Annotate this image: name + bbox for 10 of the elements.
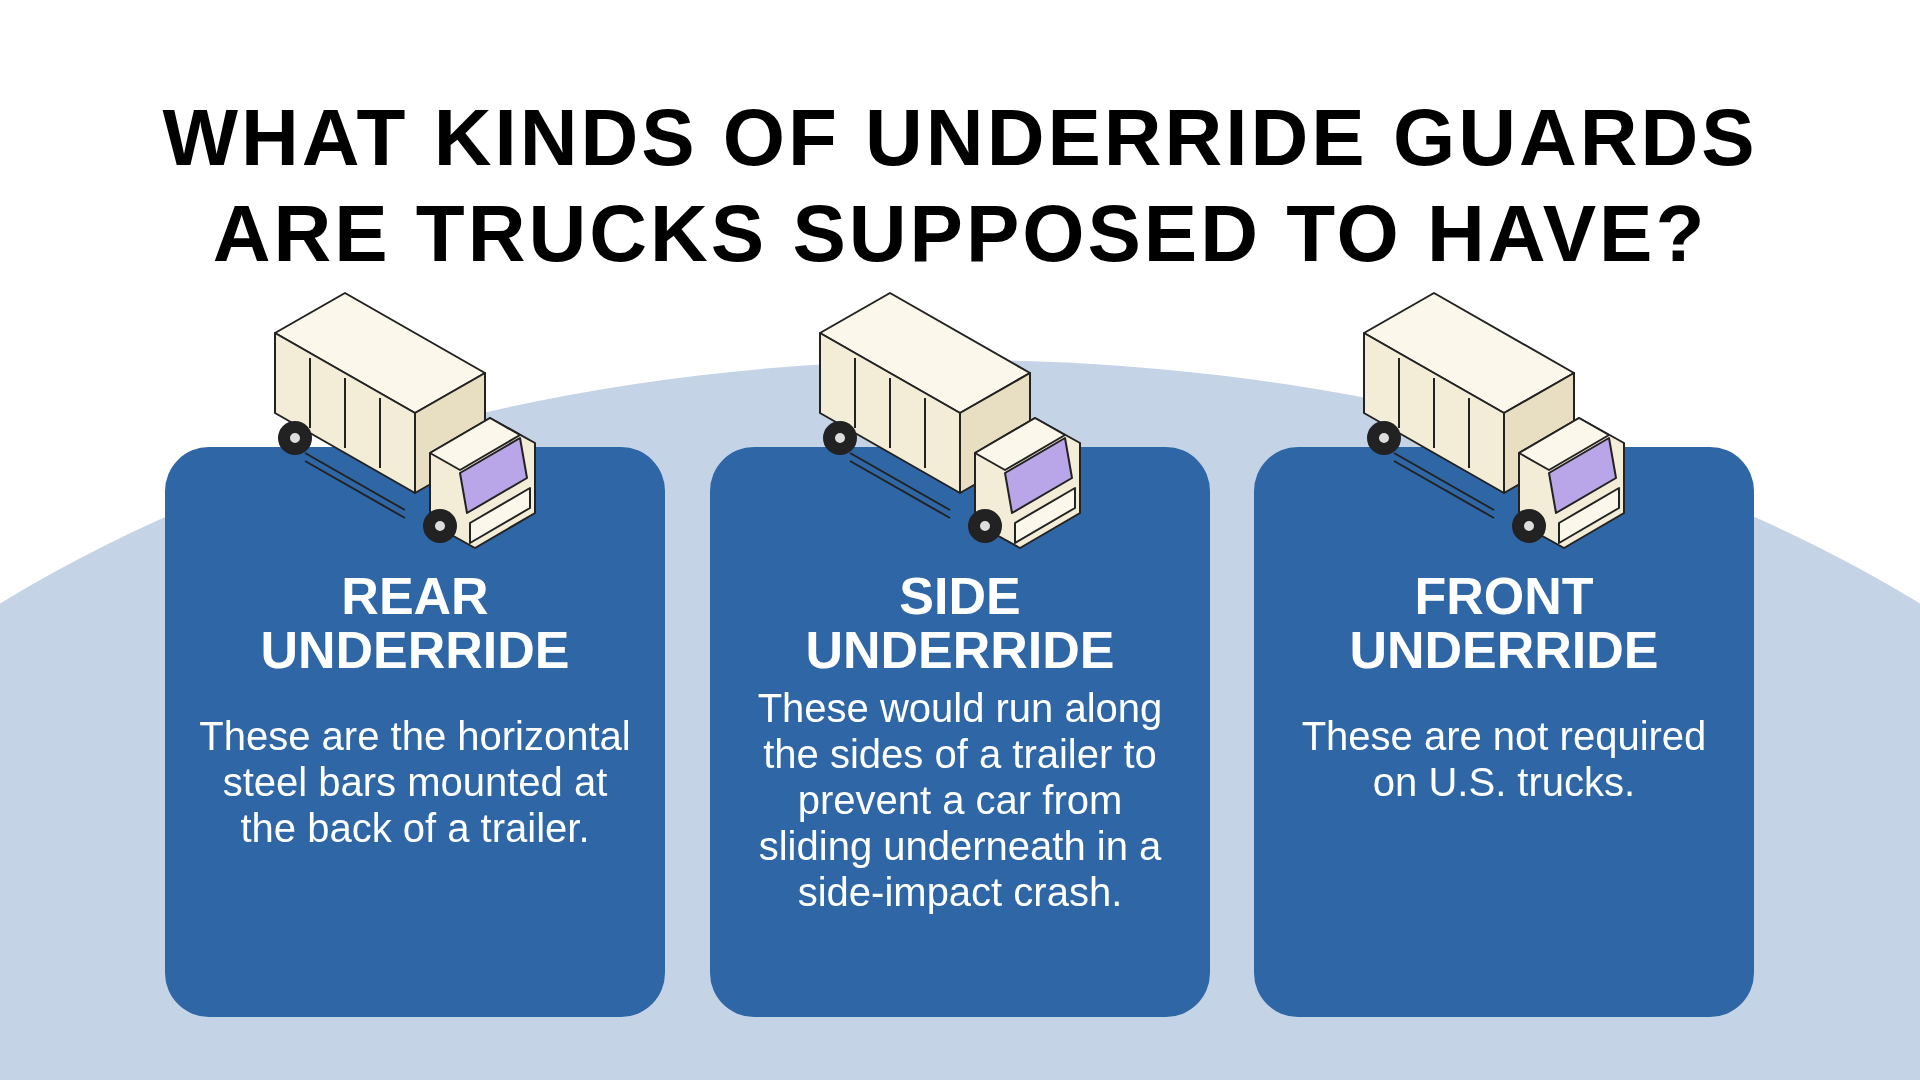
info-card xyxy=(710,447,1210,1017)
title: WHAT KINDS OF UNDERRIDE GUARDS ARE TRUCKS SUPPOSED TO HAVE? xyxy=(161,92,1759,280)
card-heading: SIDE UNDERRIDE xyxy=(804,569,1116,677)
card-heading: FRONT UNDERRIDE xyxy=(1348,569,1660,677)
info-card xyxy=(165,447,665,1017)
info-card xyxy=(1254,447,1754,1017)
card-heading: REAR UNDERRIDE xyxy=(259,569,571,677)
card-description: These would run along the sides of a trailer to prevent a car from sliding underneath in a side-impact crash. xyxy=(756,685,1164,915)
card-description: These are not required on U.S. trucks. xyxy=(1300,713,1708,805)
card-description: These are the horizontal steel bars mounted at the back of a trailer. xyxy=(198,713,632,851)
